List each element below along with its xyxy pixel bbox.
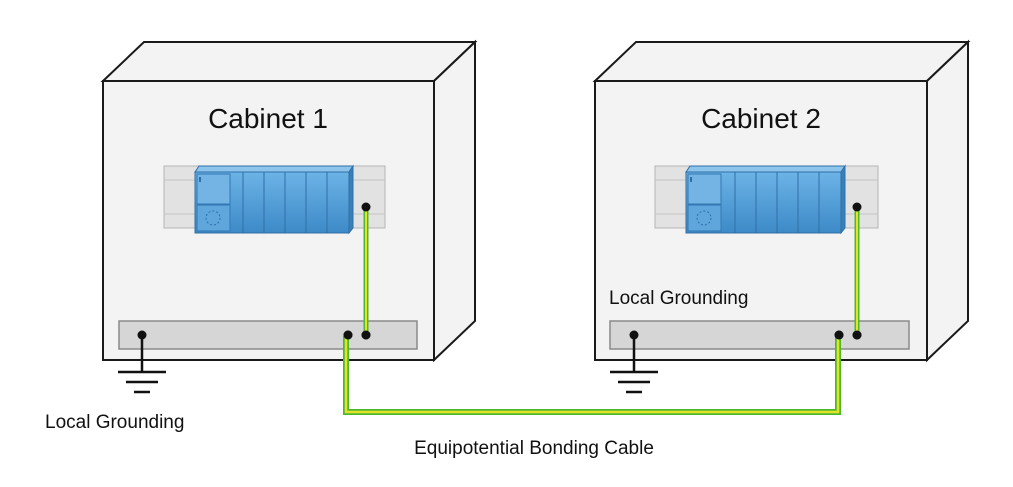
plc-module-icon — [194, 164, 354, 235]
equipotential-bonding-cable — [343, 336, 841, 415]
cabinet-2: Cabinet 2 Local Grounding — [592, 39, 971, 394]
grounding-bar — [118, 320, 418, 350]
ground-symbol-icon — [610, 335, 658, 394]
module-terminal — [852, 202, 862, 212]
cabinet-2-title: Cabinet 2 — [701, 103, 821, 134]
grounding-bar — [609, 320, 910, 350]
local-grounding-label: Local Grounding — [45, 412, 184, 433]
bonding-cable-label: Equipotential Bonding Cable — [414, 438, 654, 459]
ground-symbol-icon — [118, 335, 166, 394]
cabinet-1-title: Cabinet 1 — [208, 103, 328, 134]
cabinet-1: Cabinet 1 — [100, 39, 478, 394]
plc-module-icon — [685, 164, 846, 235]
module-terminal — [361, 202, 371, 212]
local-grounding-label: Local Grounding — [609, 288, 748, 309]
